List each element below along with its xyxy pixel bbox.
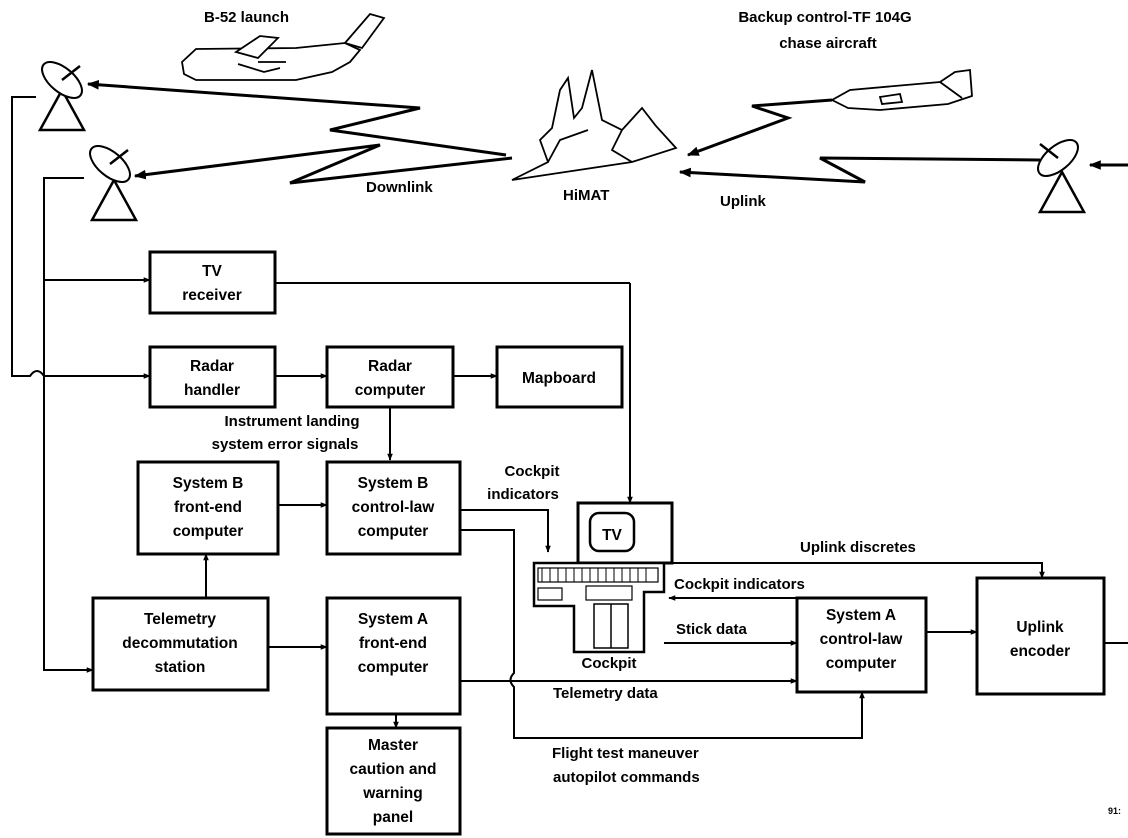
tv-receiver-label-line2: receiver [182,287,241,304]
uplink-label: Uplink [720,193,766,210]
downlink-label: Downlink [366,179,433,196]
telemetry-decom-label-line2: decommutation [122,635,237,652]
system-b-control-law-label-line2: control-law [352,499,436,516]
radar-handler-block: Radar handler [148,345,277,409]
system-b-front-end-label-line2: front-end [174,499,242,516]
radar-computer-label-line1: Radar [368,358,412,375]
figure-number: 91: [1108,806,1121,816]
system-a-control-law-label-line2: control-law [820,631,904,648]
cockpit-tv-label: TV [602,527,622,544]
ground-antenna-icon [37,61,87,132]
system-a-front-end-block: System A front-end computer [325,596,462,716]
downlink-arrow [133,143,513,185]
system-a-control-law-label-line1: System A [826,607,896,624]
telemetry-decommutation-block: Telemetry decommutation station [91,596,270,692]
chase-label-line2: chase aircraft [779,35,877,52]
b52-label: B-52 launch [204,9,289,26]
mapboard-block: Mapboard [495,345,624,409]
system-a-control-law-block: System A control-law computer [795,596,928,694]
b52-aircraft-icon [181,12,386,81]
uplink-encoder-label-line2: encoder [1010,643,1070,660]
uplink-encoder-label-line1: Uplink [1016,619,1064,636]
system-b-front-end-label-line3: computer [173,523,244,540]
cockpit-indicators-line [460,509,551,553]
tf104g-chase-aircraft-icon [830,68,973,111]
uplink-arrow [678,156,1041,184]
radar-handler-label-line2: handler [184,382,240,399]
himat-label: HiMAT [563,187,609,204]
radar-computer-label-line2: computer [355,382,426,399]
ground-antenna-icon [1037,139,1087,214]
chase-label-line1: Backup control-TF 104G [738,9,911,26]
system-a-front-end-label-line2: front-end [359,635,427,652]
tv-receiver-label-line1: TV [202,263,222,280]
cockpit-console-icon: TV [532,501,674,654]
master-caution-label-line2: caution and [350,761,437,778]
chase-uplink-arrow [686,98,833,157]
flight-test-label-line1: Flight test maneuver [552,745,699,762]
downlink-arrow [86,79,507,157]
radar-handler-label-line1: Radar [190,358,234,375]
system-a-front-end-label-line3: computer [358,659,429,676]
uplink-encoder-block: Uplink encoder [975,576,1106,696]
ils-label-line1: Instrument landing [225,413,360,430]
master-caution-label-line1: Master [368,737,418,754]
antenna-feed-lines [11,96,151,673]
uplink-discretes-line [672,562,1045,579]
flight-test-label-line2: autopilot commands [553,769,700,786]
stick-data-label: Stick data [676,621,748,638]
telemetry-decom-label-line1: Telemetry [144,611,216,628]
telemetry-data-label: Telemetry data [553,685,658,702]
system-b-front-end-block: System B front-end computer [136,460,280,556]
radar-computer-block: Radar computer [325,345,455,409]
system-a-front-end-label-line1: System A [358,611,428,628]
system-b-control-law-block: System B control-law computer [325,460,462,556]
cockpit-label: Cockpit [581,655,636,672]
master-caution-block: Master caution and warning panel [325,726,462,836]
system-a-control-law-label-line3: computer [826,655,897,672]
system-b-control-law-label-line3: computer [358,523,429,540]
master-caution-label-line4: panel [373,809,413,826]
cockpit-indicators-right-label: Cockpit indicators [674,576,805,593]
master-caution-label-line3: warning [362,785,422,802]
ils-label-line2: system error signals [212,436,359,453]
mapboard-label: Mapboard [522,370,596,387]
system-b-control-law-label-line1: System B [358,475,429,492]
system-b-front-end-label-line1: System B [173,475,244,492]
ground-antenna-icon [89,145,139,222]
telemetry-decom-label-line3: station [155,659,206,676]
cockpit-indicators-top-line1: Cockpit [504,463,559,480]
uplink-discretes-label: Uplink discretes [800,539,916,556]
tv-receiver-block: TV receiver [148,250,277,315]
cockpit-indicators-top-line2: indicators [487,486,559,503]
himat-aircraft-icon [511,69,678,181]
